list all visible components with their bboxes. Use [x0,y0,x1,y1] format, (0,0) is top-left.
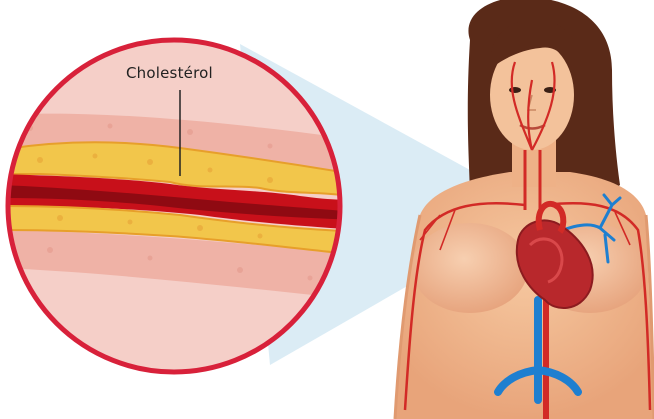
eye-left [509,87,521,93]
breast-left [412,223,528,313]
cholesterol-label: Cholestérol [126,64,213,82]
